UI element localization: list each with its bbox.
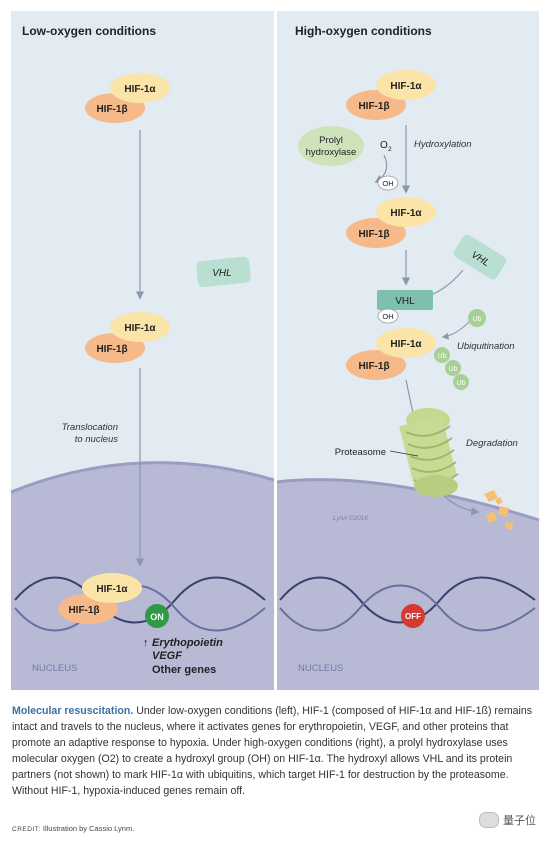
wechat-icon (479, 812, 499, 828)
off-badge-label: OFF (405, 612, 421, 621)
vhl-floating: VHL (453, 234, 507, 280)
left-nucleus-label: NUCLEUS (32, 663, 77, 674)
o2-molecule: O 2 (380, 140, 392, 153)
right-nucleus-label: NUCLEUS (298, 663, 343, 674)
left-panel-title: Low-oxygen conditions (22, 24, 156, 38)
right-panel: High-oxygen conditions HIF-1α HIF-1β Pro… (276, 11, 540, 690)
translocation-label-1: Translocation (62, 422, 118, 433)
caption-lead: Molecular resuscitation. (12, 705, 134, 717)
vhl-bound-label: VHL (395, 296, 415, 307)
credit-line: CREDIT: Illustration by Cassio Lynm. (12, 824, 134, 833)
oh-group-1: OH (377, 175, 399, 191)
degradation-arrow (443, 495, 480, 516)
hif1a-label: HIF-1α (390, 81, 422, 92)
ub-label: Ub (438, 353, 447, 360)
prolyl-label-1: Prolyl (319, 135, 343, 146)
proteasome-label-line (389, 450, 419, 457)
hif-complex-dna-left: HIF-1α HIF-1β (58, 573, 142, 624)
hif1b-label: HIF-1β (96, 104, 127, 115)
hif1b-label: HIF-1β (358, 361, 389, 372)
off-badge: OFF (401, 604, 425, 628)
hif1b-label: HIF-1β (96, 344, 127, 355)
left-panel: Low-oxygen conditions HIF-1α HIF-1β VHL … (10, 11, 275, 690)
right-panel-title: High-oxygen conditions (295, 24, 432, 38)
ub-label: Ub (449, 366, 458, 373)
caption-body: Under low-oxygen conditions (left), HIF-… (12, 705, 533, 797)
hif1b-label: HIF-1β (358, 101, 389, 112)
hif1a-label: HIF-1α (124, 323, 156, 334)
ub-label: Ub (457, 380, 466, 387)
hydroxylation-label: Hydroxylation (414, 139, 472, 150)
artist-signature: Lynn ©2016 (333, 514, 368, 522)
hif1a-label: HIF-1α (124, 84, 156, 95)
on-badge-label: ON (150, 612, 164, 622)
credit-text: Illustration by Cassio Lynm. (42, 824, 135, 833)
hif-complex-top-right: HIF-1α HIF-1β (346, 70, 436, 120)
ub-label: Ub (473, 316, 482, 323)
gene-vegf: VEGF (152, 650, 182, 662)
oh-group-2: OH (377, 308, 399, 324)
vhl-label: VHL (212, 268, 231, 279)
proteasome-label: Proteasome (335, 447, 386, 458)
hif1a-label: HIF-1α (390, 208, 422, 219)
watermark-text: 量子位 (503, 814, 536, 827)
dna-right (279, 576, 536, 632)
right-nucleus (277, 479, 539, 690)
hif1-pathway-figure: Low-oxygen conditions HIF-1α HIF-1β VHL … (10, 11, 540, 690)
ubiquitin-chain: Ub Ub Ub Ub (434, 309, 486, 390)
prolyl-hydroxylase: Prolyl hydroxylase (298, 126, 364, 166)
hif-complex-mid-left: HIF-1α HIF-1β (85, 312, 170, 363)
up-arrow-glyph: ↑ (143, 637, 149, 649)
vhl-bound: VHL (377, 290, 433, 310)
prolyl-label-2: hydroxylase (306, 147, 357, 158)
hif-complex-mid-right: HIF-1α HIF-1β (346, 197, 436, 248)
hif-complex-top-left: HIF-1α HIF-1β (85, 73, 170, 123)
hif1a-label: HIF-1α (390, 339, 422, 350)
oh-label: OH (382, 312, 393, 321)
gene-other: Other genes (152, 664, 216, 676)
vhl-protein-left: VHL (196, 256, 251, 288)
o2-subscript: 2 (388, 146, 392, 153)
gene-erythopoietin: Erythopoietin (152, 637, 223, 649)
left-nucleus (11, 462, 274, 690)
hif1b-label: HIF-1β (68, 605, 99, 616)
on-badge: ON (145, 604, 169, 628)
peptide-fragments (484, 490, 513, 530)
figure-caption: Molecular resuscitation. Under low-oxyge… (12, 703, 538, 799)
hif-complex-ub-right: HIF-1α HIF-1β (346, 328, 436, 380)
hif1b-label: HIF-1β (358, 229, 389, 240)
proteasome (399, 379, 459, 497)
ubiquitination-label: Ubiquitination (457, 341, 515, 352)
translocation-label-2: to nucleus (75, 434, 119, 445)
o2-label: O (380, 140, 388, 151)
oh-label: OH (382, 179, 393, 188)
hif1a-label: HIF-1α (96, 584, 128, 595)
credit-label: CREDIT: (12, 826, 41, 833)
watermark: 量子位 (479, 812, 536, 828)
ub-arrow (441, 321, 470, 340)
degradation-label: Degradation (466, 438, 518, 449)
